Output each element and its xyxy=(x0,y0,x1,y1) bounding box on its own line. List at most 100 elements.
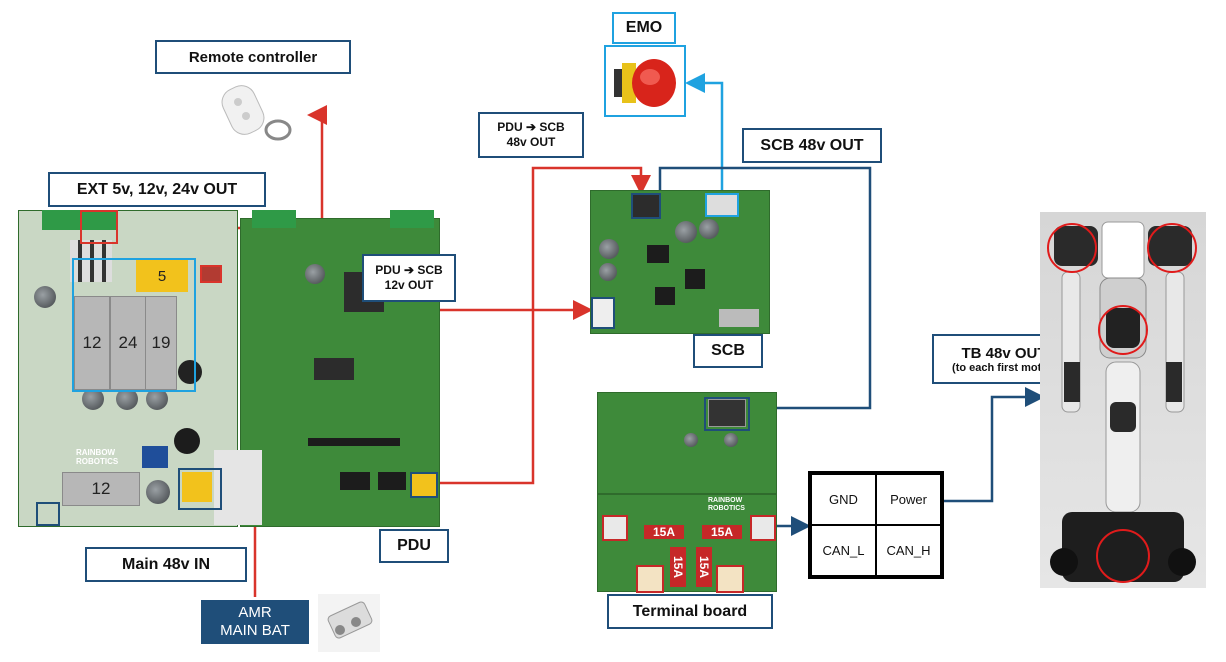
pdu-scb-12v-label: PDU ➔ SCB 12v OUT xyxy=(362,254,456,302)
pdu-capacitor-3 xyxy=(116,388,138,410)
pdu-scb-48v-line xyxy=(435,166,651,485)
pdu-scb-connector-highlight xyxy=(410,472,438,498)
pdu-bottom-left-highlight xyxy=(36,502,60,526)
scb-48v-connector-highlight xyxy=(631,193,661,219)
main-48v-in-label: Main 48v IN xyxy=(85,547,247,582)
pdu-chip-2 xyxy=(340,472,370,490)
main-input-highlight xyxy=(178,468,222,510)
amr-line2: MAIN BAT xyxy=(220,622,290,639)
emo-line xyxy=(685,73,724,190)
emo-button-frame xyxy=(604,45,686,117)
pdu-blue-cap xyxy=(142,446,168,468)
robot-icon xyxy=(1047,221,1197,583)
pdu-capacitor-6 xyxy=(305,264,325,284)
scb-12v-connector-highlight xyxy=(591,297,615,329)
terminal-top-connector xyxy=(708,399,746,427)
pdu-19v-block: 19 xyxy=(145,296,177,390)
emo-label: EMO xyxy=(612,12,676,44)
emergency-stop-icon xyxy=(614,59,676,107)
remote-controller-label: Remote controller xyxy=(155,40,351,74)
pdu-cap-large xyxy=(178,360,202,384)
scb-label: SCB xyxy=(693,334,763,368)
pdu-top-connector-mid xyxy=(252,210,296,228)
terminal-board-top xyxy=(597,392,777,494)
scb-capacitor-3 xyxy=(675,221,697,243)
terminal-pin-table: GND Power CAN_L CAN_H xyxy=(808,471,944,579)
terminal-brand-line1: RAINBOW xyxy=(708,497,743,504)
pdu-brand: RAINBOW ROBOTICS xyxy=(76,448,118,466)
terminal-brand: RAINBOW ROBOTICS xyxy=(708,497,745,513)
pdu-scb-48v-line2: 48v OUT xyxy=(506,135,556,149)
pdu-capacitor-5 xyxy=(146,480,170,504)
pdu-scb-48v-line1: PDU ➔ SCB xyxy=(497,120,565,134)
amr-main-bat-label: AMR MAIN BAT xyxy=(201,600,309,644)
terminal-connector-left xyxy=(602,515,628,541)
out-blocks-highlight xyxy=(72,258,196,392)
scb-emo-connector-highlight xyxy=(705,193,739,217)
scb-board xyxy=(590,190,770,334)
ext-out-highlight xyxy=(80,210,118,244)
scb-text: SCB xyxy=(711,342,745,359)
pdu-tile-2-text: 24 xyxy=(118,333,138,352)
pdu-12v-block: 12 xyxy=(74,296,110,390)
pdu-brand-line1: RAINBOW xyxy=(76,448,116,457)
fuse-1-text: 15A xyxy=(652,525,675,539)
main-48v-in-text: Main 48v IN xyxy=(121,555,211,573)
pdu-capacitor-2 xyxy=(82,388,104,410)
terminal-capacitor-1 xyxy=(684,433,698,447)
pdu-5v-text: 5 xyxy=(157,267,167,285)
scb-chip-3 xyxy=(655,287,675,305)
scb-48v-out-label: SCB 48v OUT xyxy=(742,128,882,163)
pdu-text: PDU xyxy=(397,537,431,554)
pdu-brand-line2: ROBOTICS xyxy=(76,457,119,466)
terminal-connector-right xyxy=(750,515,776,541)
scb-chip-4 xyxy=(719,309,759,327)
tb-48v-out-line2: (to each first motor) xyxy=(952,361,1056,374)
pdu-scb-12v-line2: 12v OUT xyxy=(384,278,434,292)
scb-chip-2 xyxy=(685,269,705,289)
terminal-board-label: Terminal board xyxy=(607,594,773,629)
pdu-5v-block: 5 xyxy=(136,260,188,292)
pdu-chip-1 xyxy=(308,438,400,446)
pin-gnd: GND xyxy=(811,474,876,525)
pdu-scb-48v-label: PDU ➔ SCB 48v OUT xyxy=(478,112,584,158)
pin-can-h: CAN_H xyxy=(876,525,941,576)
terminal-board-text: Terminal board xyxy=(632,602,748,620)
scb-48v-out-text: SCB 48v OUT xyxy=(760,136,864,154)
tb-48v-out-line1: TB 48v OUT xyxy=(961,344,1047,362)
terminal-brand-line2: ROBOTICS xyxy=(708,505,745,512)
fuse-4-text: 15A xyxy=(697,555,711,578)
fuse-1: 15A xyxy=(644,525,684,539)
pdu-tile-1-text: 12 xyxy=(82,333,102,352)
pdu-label: PDU xyxy=(379,529,449,563)
scb-chip-1 xyxy=(647,245,669,263)
pin-power: Power xyxy=(876,474,941,525)
pdu-tile-4-text: 12 xyxy=(91,479,111,498)
pdu-chip-3 xyxy=(378,472,406,490)
scb-capacitor-4 xyxy=(699,219,719,239)
pdu-fuse-strip xyxy=(70,240,112,282)
emo-text: EMO xyxy=(625,19,663,36)
pin-can-l: CAN_L xyxy=(811,525,876,576)
terminal-connector-bottom-left xyxy=(636,565,664,593)
pdu-top-connector-left xyxy=(42,210,116,230)
ext-out-label: EXT 5v, 12v, 24v OUT xyxy=(48,172,266,207)
pdu-scb-12v-line1: PDU ➔ SCB xyxy=(375,263,443,277)
scb-capacitor-1 xyxy=(599,239,619,259)
fuse-3-text: 15A xyxy=(671,555,685,578)
robot-photo xyxy=(1040,212,1206,588)
ext-out-text: EXT 5v, 12v, 24v OUT xyxy=(76,180,238,198)
terminal-connector-bottom-right xyxy=(716,565,744,593)
amr-line1: AMR xyxy=(238,604,272,621)
scb-48v-out-line xyxy=(658,166,872,418)
terminal-top-highlight xyxy=(704,397,750,431)
terminal-board-bottom: RAINBOW ROBOTICS 15A 15A 15A 15A xyxy=(597,494,777,593)
battery-connector-icon xyxy=(318,594,380,652)
pdu-capacitor-1 xyxy=(34,286,56,308)
pdu-top-connector-right xyxy=(390,210,434,228)
fuse-4: 15A xyxy=(696,547,712,587)
fuse-2: 15A xyxy=(702,525,742,539)
remote-connector-highlight xyxy=(200,265,222,283)
fuse-2-text: 15A xyxy=(710,525,733,539)
pdu-tile-3-text: 19 xyxy=(151,333,171,352)
